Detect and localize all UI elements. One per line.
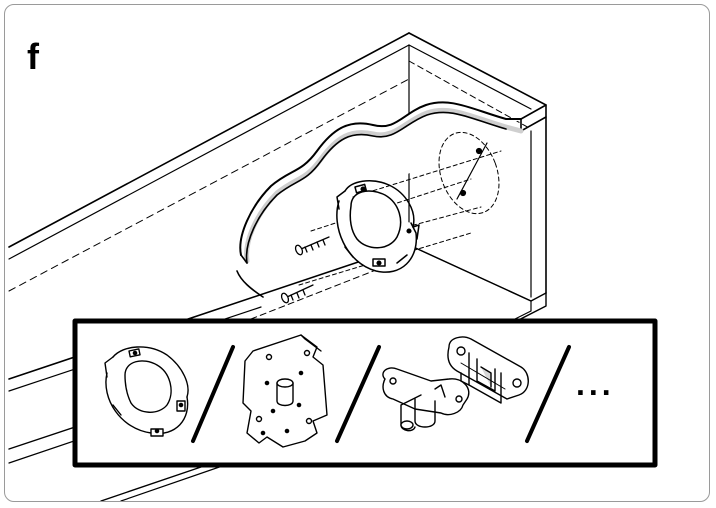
screw-lower (280, 284, 314, 304)
mounting-point-marks (456, 142, 488, 200)
assembly-illustration (8, 32, 658, 501)
step-letter: f (27, 36, 39, 77)
wall-plate-bracket-icon (382, 367, 470, 432)
square-plate-bracket-icon (242, 334, 328, 448)
option-separator-2 (335, 345, 381, 443)
instruction-panel: f ... (4, 4, 710, 502)
option-separator-1 (191, 345, 235, 443)
option-separator-3 (525, 345, 571, 443)
screw-upper (294, 236, 330, 256)
cutaway-edge (236, 101, 524, 298)
clip-bracket-icon (447, 336, 529, 404)
more-options-ellipsis: ... (576, 366, 615, 402)
main-ring-bracket (336, 179, 420, 273)
ring-bracket-icon (104, 346, 189, 437)
